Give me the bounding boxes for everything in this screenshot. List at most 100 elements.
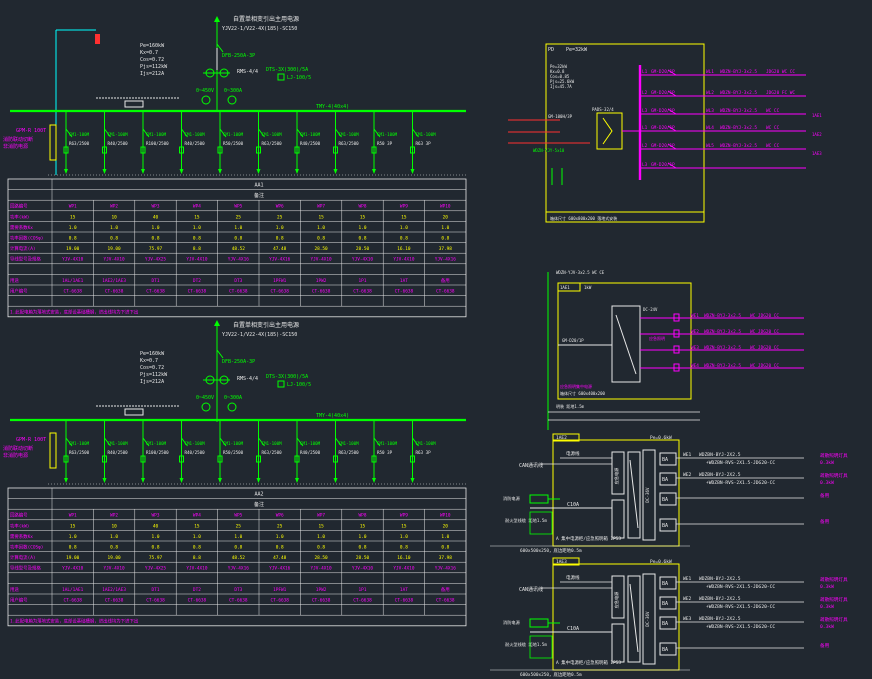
table-cell: DT1 xyxy=(152,587,160,593)
breaker-type: CM1-100M xyxy=(300,132,321,137)
circuit-conduit: JDG20 FC WC xyxy=(766,90,795,96)
output-terminal-label: BA xyxy=(662,477,668,483)
table-cell: 1.0 xyxy=(400,534,408,540)
circuit-code: WE1 xyxy=(683,576,692,582)
circuit-code: WE2 xyxy=(683,472,692,478)
param-line: Ijs=212A xyxy=(140,379,164,385)
circuit-conduit: WC JDG20 CC xyxy=(750,345,779,351)
table-cell: 0.8 xyxy=(193,236,201,242)
table-footnote: 1.此配电箱为落地式安装，底部设基础槽钢，进出线均为下进下出 xyxy=(10,309,138,316)
table-cell: 28.50 xyxy=(314,555,328,561)
dc-label: DC-36V xyxy=(645,487,650,503)
table-cell: 1AL/1AE1 xyxy=(62,278,84,284)
table-cell: YJV-4X16 xyxy=(228,257,250,263)
outgoing-arrow-icon xyxy=(64,169,68,174)
charger-module xyxy=(611,451,625,495)
table-cell: 1AE2/1AE3 xyxy=(102,278,126,284)
breaker-label: C10A xyxy=(567,502,579,508)
circuit-use: 疏散照明灯具 xyxy=(820,472,848,479)
breaker-type: CM1-100M xyxy=(185,441,206,446)
table-cell: 0.8 xyxy=(193,545,201,551)
row-label: 需要系数Kx xyxy=(10,224,33,231)
outgoing-arrow-icon xyxy=(372,478,376,483)
table-cell: 1.0 xyxy=(152,225,160,231)
table-cell: 1.0 xyxy=(69,225,77,231)
breaker-switch-icon xyxy=(667,90,677,97)
circuit-code: WE4 xyxy=(691,363,699,369)
table-cell: CT-6638 xyxy=(395,289,414,295)
outgoing-arrow-icon xyxy=(102,169,107,174)
incoming-label: 电源线 xyxy=(566,450,580,457)
table-cell: 1.0 xyxy=(152,534,160,540)
table-cell: CT-6638 xyxy=(436,598,455,604)
row-label: 导线型号及规格 xyxy=(10,256,41,263)
table-cell: 15 xyxy=(194,214,200,220)
table-cell: 19.00 xyxy=(66,555,80,561)
circuit-load: 0.3kW xyxy=(820,584,834,590)
table-cell: 40 xyxy=(153,214,159,220)
rcd-icon xyxy=(102,146,107,154)
dc-label: DC-36V xyxy=(645,611,650,627)
voltage-range: 0~450V xyxy=(196,395,214,401)
param-line: Pjs=112kW xyxy=(140,64,168,70)
table-cell: 0.8 xyxy=(400,545,408,551)
table-cell: 0.8 xyxy=(441,545,449,551)
circuit-code: WP3 xyxy=(152,204,160,210)
circuit-code: WP9 xyxy=(400,513,408,519)
meter-sub: LJ-100/5 xyxy=(287,382,311,388)
table-cell: 0.8 xyxy=(69,236,77,242)
table-cell: 40 xyxy=(153,523,159,529)
circuit-breaker: GM-D20/1P xyxy=(651,162,675,168)
current-range: 0~300A xyxy=(224,395,242,401)
table-cell: 1.0 xyxy=(400,225,408,231)
box-frame xyxy=(545,43,705,223)
table-cell: 1.0 xyxy=(234,534,242,540)
load-parameters: Pe=160kW Kx=0.7 Cos=0.72 Pjs=112kW Ijs=2… xyxy=(140,43,168,77)
breaker-rating: R50/2500 xyxy=(223,141,244,146)
table-cell: 1.0 xyxy=(276,534,284,540)
battery-module xyxy=(611,623,625,663)
outgoing-arrow-icon xyxy=(256,169,261,174)
breaker-switch-icon xyxy=(373,437,381,447)
meter-label: DTS-3X(300)/5A xyxy=(266,374,308,380)
rcd-icon xyxy=(256,146,261,154)
table-cell: CT-6638 xyxy=(312,289,331,295)
can-bus-label: CAN通讯线 xyxy=(519,586,543,593)
table-cell: 48.52 xyxy=(232,555,246,561)
rcd-icon xyxy=(333,146,338,154)
breaker-type: CM1-100M xyxy=(262,441,283,446)
row-label: 功率(kW) xyxy=(10,522,29,529)
table-cell: 1PFW1 xyxy=(273,278,287,284)
table-cell: CT-6638 xyxy=(188,289,207,295)
table-cell: CT-6638 xyxy=(353,289,372,295)
table-cell: 0.8 xyxy=(400,236,408,242)
circuit-sub: +WDZBN-RVS-2X1.5-JDG20-CC xyxy=(706,624,775,630)
output-terminal-label: BA xyxy=(662,581,668,587)
breaker-switch-icon xyxy=(181,437,188,447)
circuit-sub: +WDZBN-RVS-2X1.5-JDG20-CC xyxy=(706,604,775,610)
table-cell: 备用 xyxy=(441,277,450,284)
circuit-code: WP9 xyxy=(400,204,408,210)
row-label: 功率(kW) xyxy=(10,213,29,220)
table-cell: YJV-4X10 xyxy=(311,257,333,263)
param-line: Pjs=112kW xyxy=(140,372,168,378)
breaker-type: CM1-100M xyxy=(223,132,244,137)
box-frame xyxy=(557,282,692,400)
table-cell: DT3 xyxy=(234,587,242,593)
breaker-rating: R100/2500 xyxy=(146,450,169,455)
circuit-breaker: GM-D20/1P xyxy=(651,108,675,114)
rcd-icon xyxy=(410,146,415,154)
circuit-cable: WDZBN-BYJ-2X2.5 xyxy=(699,596,741,602)
row-label: 导线型号及规格 xyxy=(10,565,41,572)
circuit-use: 疏散照明灯具 xyxy=(820,616,848,623)
param-line: Kx=0.8 xyxy=(550,69,565,74)
rcd-icon xyxy=(102,455,107,463)
circuit-cable: WDZN-BYJ-3x2.5 xyxy=(720,108,757,114)
meter-icon xyxy=(277,380,285,388)
table-cell: 1.0 xyxy=(276,225,284,231)
